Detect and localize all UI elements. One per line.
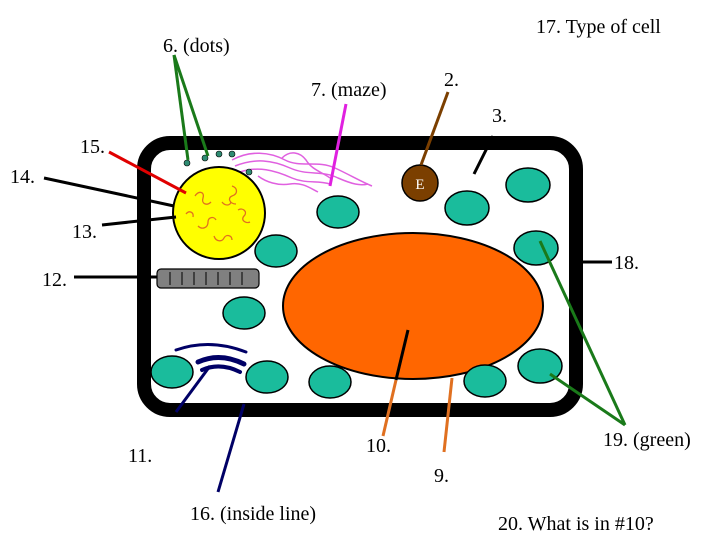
chloroplast <box>506 168 550 202</box>
label-16: 16. (inside line) <box>190 504 316 524</box>
pointer-16 <box>218 404 244 492</box>
label-11: 11. <box>128 446 152 466</box>
label-3: 3. <box>492 106 507 126</box>
central-vacuole <box>283 233 543 379</box>
label-17: 17. Type of cell <box>536 17 661 37</box>
label-6: 6. (dots) <box>163 36 230 56</box>
label-10: 10. <box>366 436 391 456</box>
chloroplast <box>309 366 351 398</box>
label-12: 12. <box>42 270 67 290</box>
chloroplast <box>255 235 297 267</box>
label-20: 20. What is in #10? <box>498 514 654 534</box>
chloroplast <box>464 365 506 397</box>
chloroplast <box>223 297 265 329</box>
nucleolus-letter: E <box>415 177 424 193</box>
chloroplast <box>317 196 359 228</box>
label-7: 7. (maze) <box>311 80 387 100</box>
mitochondrion <box>157 269 259 288</box>
chloroplast <box>246 361 288 393</box>
label-14: 14. <box>10 167 35 187</box>
label-9: 9. <box>434 466 449 486</box>
chloroplast <box>514 231 558 265</box>
chloroplast <box>151 356 193 388</box>
label-18: 18. <box>614 253 639 273</box>
label-2: 2. <box>444 70 459 90</box>
label-19: 19. (green) <box>603 430 691 450</box>
label-15: 15. <box>80 137 105 157</box>
chloroplast <box>445 191 489 225</box>
label-13: 13. <box>72 222 97 242</box>
